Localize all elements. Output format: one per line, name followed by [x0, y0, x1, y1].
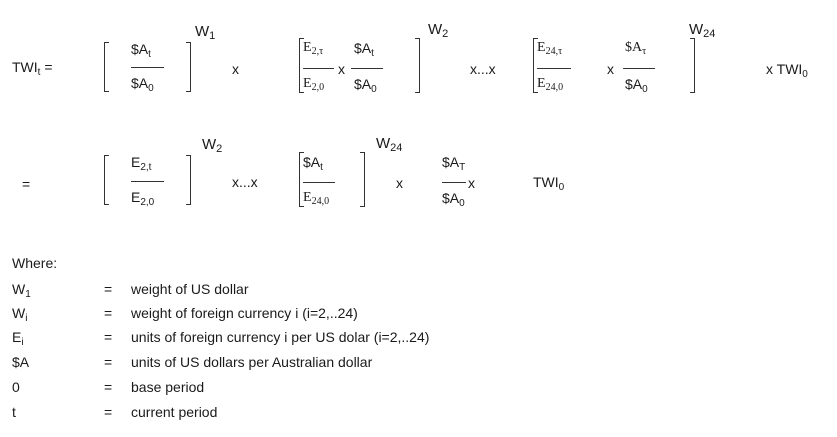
- where-heading: Where:: [12, 255, 58, 271]
- definition-text: current period: [131, 404, 218, 420]
- denominator: $A0: [442, 190, 465, 209]
- right-bracket: [415, 38, 420, 93]
- multiply-operator: x: [468, 175, 475, 191]
- twi-symbol: TWI: [12, 59, 38, 75]
- numerator: $AT: [442, 154, 466, 173]
- exponent-w24: W24: [689, 21, 716, 40]
- twi-base: x TWI0: [766, 61, 808, 80]
- right-bracket: [186, 155, 191, 205]
- fraction-line: [303, 182, 335, 183]
- equals-sign: =: [104, 281, 113, 297]
- equals-sign: =: [104, 354, 113, 370]
- multiply-operator: x: [338, 61, 345, 77]
- right-denominator: $A0: [625, 76, 648, 95]
- left-bracket: [299, 152, 304, 207]
- definition-symbol: t: [12, 404, 16, 420]
- left-numerator: E24,τ: [537, 40, 563, 57]
- definition-text: weight of foreign currency i (i=2,..24): [131, 305, 358, 321]
- left-numerator: E2,τ: [303, 40, 324, 57]
- ellipsis-operator: x...x: [470, 61, 496, 77]
- right-numerator: $Aτ: [625, 40, 647, 57]
- definition-symbol: Wi: [12, 305, 28, 324]
- right-bracket: [690, 38, 695, 93]
- fraction-line: [131, 181, 164, 182]
- fraction-line: [537, 68, 571, 69]
- definition-symbol: 0: [12, 379, 20, 395]
- multiply-operator: x: [232, 61, 239, 77]
- definition-text: units of US dollars per Australian dolla…: [131, 354, 373, 370]
- definition-text: base period: [131, 379, 205, 395]
- equals-sign: =: [104, 404, 113, 420]
- left-bracket: [299, 38, 304, 93]
- fraction-line: [623, 68, 655, 69]
- exponent-w2: W2: [428, 21, 449, 40]
- equals-sign: =: [44, 59, 53, 75]
- definition-symbol: W1: [12, 281, 31, 300]
- equals-sign: =: [104, 379, 113, 395]
- definition-symbol: $A: [12, 354, 30, 370]
- numerator: $At: [303, 154, 323, 173]
- equals-sign: =: [22, 176, 31, 192]
- denominator: E24,0: [303, 190, 330, 207]
- twi-sub: t: [37, 67, 41, 78]
- fraction-line: [131, 67, 164, 68]
- left-denominator: E24,0: [537, 76, 564, 93]
- definition-symbol: Ei: [12, 329, 24, 348]
- denominator: $A0: [131, 75, 154, 94]
- right-bracket: [360, 152, 365, 207]
- numerator: $At: [131, 41, 151, 60]
- twi-base: TWI0: [533, 174, 565, 193]
- definition-text: units of foreign currency i per US dolar…: [131, 329, 430, 345]
- right-bracket: [186, 42, 191, 92]
- left-bracket: [104, 42, 109, 92]
- equals-sign: =: [104, 305, 113, 321]
- right-denominator: $A0: [354, 76, 377, 95]
- equals-sign: =: [104, 329, 113, 345]
- twi-lhs: TWIt =: [12, 59, 53, 78]
- multiply-operator: x: [607, 61, 614, 77]
- exponent-w1: W1: [195, 23, 216, 42]
- exponent-w24: W24: [376, 135, 403, 154]
- fraction-line: [303, 68, 334, 69]
- exponent-w2: W2: [202, 136, 223, 155]
- ellipsis-operator: x...x: [232, 174, 258, 190]
- left-bracket: [533, 38, 538, 93]
- left-denominator: E2,0: [303, 76, 325, 93]
- denominator: E2,0: [131, 189, 155, 208]
- numerator: E2,t: [131, 154, 152, 173]
- multiply-operator: x: [396, 175, 403, 191]
- left-bracket: [104, 155, 109, 205]
- right-numerator: $At: [354, 40, 374, 59]
- fraction-line: [351, 68, 383, 69]
- fraction-line: [442, 182, 466, 183]
- definition-text: weight of US dollar: [131, 281, 249, 297]
